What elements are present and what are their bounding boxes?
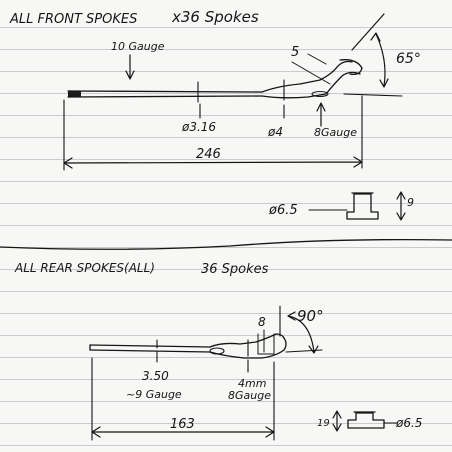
rear-length-label: 163 xyxy=(170,417,195,432)
front-title: ALL FRONT SPOKES xyxy=(9,12,137,27)
rear-nipple-body xyxy=(347,412,385,429)
front-spoke-angle-ref xyxy=(351,13,385,51)
front-spoke-flat xyxy=(311,90,329,98)
rear-angle-label: 90° xyxy=(297,307,324,325)
rear-gauge9-label: ~9 Gauge xyxy=(126,388,182,401)
front-gauge8-arrow xyxy=(316,102,326,127)
front-length-label: 246 xyxy=(196,147,221,162)
rear-spoke-butt-top xyxy=(209,333,285,348)
front-nipple-dia-label: ø6.5 xyxy=(268,203,298,218)
rear-spoke-flat xyxy=(209,347,225,355)
rear-dia350-label: 3.50 xyxy=(142,369,169,383)
rear-bend-label: 8 xyxy=(258,315,266,329)
rear-nipple-height-dimension xyxy=(332,410,342,432)
rear-spoke-bend-box xyxy=(257,333,275,355)
rear-gauge8-label: 8Gauge xyxy=(228,389,271,402)
front-spoke-thread xyxy=(68,91,81,97)
rear-spoke xyxy=(89,305,323,359)
front-dia4-label: ø4 xyxy=(267,125,283,139)
rear-dia4mm-label: 4mm xyxy=(238,377,266,390)
front-spoke-head-line xyxy=(343,93,403,97)
front-length-extensions xyxy=(63,95,363,171)
front-spoke-bend-guides xyxy=(291,53,331,85)
front-length-dimension-line xyxy=(63,156,363,169)
front-gauge10-arrow xyxy=(125,54,135,80)
rear-length-dimension-line xyxy=(91,426,275,438)
rear-length-extensions xyxy=(91,357,275,441)
front-nipple-height-dimension xyxy=(396,191,406,221)
front-spoke-count: x36 Spokes xyxy=(171,8,259,26)
front-spoke-shaft-top xyxy=(67,90,263,93)
rear-spoke-butt-bottom xyxy=(209,337,287,359)
front-nipple-body xyxy=(346,193,379,220)
rear-spoke-shaft-top xyxy=(89,344,211,348)
front-bend-label: 5 xyxy=(291,45,299,60)
rear-angle-arrowheads xyxy=(287,311,319,354)
front-nipple-height-label: 9 xyxy=(407,196,414,209)
rear-nipple xyxy=(347,411,385,429)
front-gauge10-label: 10 Gauge xyxy=(111,40,165,53)
front-dia316-label: ø3.16 xyxy=(181,120,216,134)
front-dia316-marker xyxy=(197,81,201,119)
rear-spoke-shaft-bottom xyxy=(89,349,211,353)
front-spoke-butt-top xyxy=(261,60,353,93)
rear-spoke-count: 36 Spokes xyxy=(201,262,269,277)
rear-spoke-head-line xyxy=(285,349,323,353)
front-spoke xyxy=(67,13,403,99)
rear-nipple-height-label: 19 xyxy=(317,418,330,429)
rear-nipple-dia-label: ø6.5 xyxy=(395,416,422,430)
front-gauge8-label: 8Gauge xyxy=(314,126,357,139)
front-angle-arc xyxy=(375,33,386,87)
front-angle-arrowheads xyxy=(370,32,389,88)
front-spoke-head xyxy=(339,59,363,76)
front-nipple xyxy=(346,192,379,220)
rear-title: ALL REAR SPOKES(ALL) xyxy=(14,261,155,275)
rear-angle-arc xyxy=(287,315,315,353)
section-divider xyxy=(0,238,452,250)
front-angle-label: 65° xyxy=(396,51,421,67)
front-spoke-shaft-bottom xyxy=(67,95,263,98)
